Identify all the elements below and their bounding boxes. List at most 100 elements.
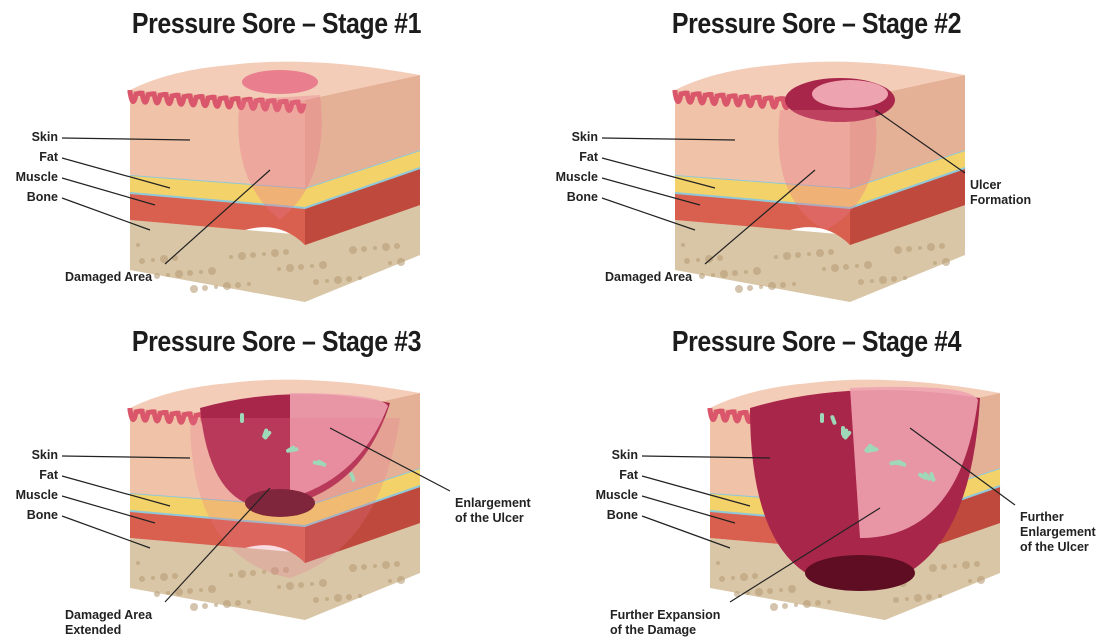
bone-pore	[190, 603, 198, 611]
callout-damaged-label: Extended	[65, 623, 121, 638]
bone-pore	[277, 267, 281, 271]
bone-pore	[938, 594, 942, 598]
bone-pore	[788, 585, 796, 593]
bone-pore	[388, 261, 392, 265]
bone-pore	[247, 282, 251, 286]
bone-pore	[313, 279, 319, 285]
bone-pore	[235, 282, 241, 288]
bone-pore	[770, 603, 778, 611]
ulcer-deep	[805, 555, 915, 591]
bone-pore	[744, 270, 748, 274]
bone-pore	[831, 264, 839, 272]
bone-pore	[795, 252, 801, 258]
bone-pore	[711, 273, 715, 277]
bone-pore	[223, 600, 231, 608]
layer-label-bone: Bone	[0, 190, 58, 205]
bone-pore	[238, 252, 246, 260]
bone-pore	[238, 570, 246, 578]
bone-pore	[175, 270, 183, 278]
bone-pore	[247, 600, 251, 604]
layer-label-bone: Bone	[0, 508, 58, 523]
stage-1-panel: Pressure Sore – Stage #1 SkinFatMuscleBo…	[0, 0, 553, 318]
callout-ulcer-label: Enlargement	[1020, 525, 1096, 540]
bone-pore	[214, 285, 218, 289]
bone-pore	[732, 270, 738, 276]
bone-pore	[349, 564, 357, 572]
bone-pore	[172, 573, 178, 579]
bone-pore	[782, 603, 788, 609]
callout-ulcer-label: Enlargement	[455, 496, 531, 511]
block	[710, 380, 1000, 620]
bone-pore	[373, 246, 377, 250]
bone-pore	[843, 264, 849, 270]
bone-pore	[346, 276, 352, 282]
bone-pore	[199, 588, 203, 592]
tissue-cross-section	[0, 318, 553, 636]
bone-pore	[250, 252, 256, 258]
bone-pore	[759, 285, 763, 289]
bone-pore	[223, 282, 231, 290]
bone-pore	[229, 255, 233, 259]
bone-pore	[905, 597, 909, 601]
callout-damaged-label: Further Expansion	[610, 608, 720, 623]
bone-pore	[720, 270, 728, 278]
bone-pore	[792, 282, 796, 286]
bone-pore	[705, 255, 713, 263]
bone-pore	[139, 258, 145, 264]
bone-pore	[864, 261, 872, 269]
bone-pore	[313, 597, 319, 603]
bone-pore	[933, 261, 937, 265]
layer-label-muscle: Muscle	[0, 488, 58, 503]
ulcer-base	[812, 80, 888, 108]
layer-label-bone: Bone	[540, 190, 598, 205]
bone-pore	[783, 252, 791, 260]
bone-pore	[918, 246, 922, 250]
bone-pore	[394, 561, 400, 567]
bacteria	[841, 426, 845, 436]
bone-pore	[717, 255, 723, 261]
bone-pore	[780, 282, 786, 288]
bone-pore	[172, 255, 178, 261]
bone-pore	[382, 243, 390, 251]
layer-label-skin: Skin	[580, 448, 638, 463]
bone-pore	[136, 243, 140, 247]
bone-pore	[731, 576, 735, 580]
bone-pore	[914, 594, 922, 602]
bone-pore	[187, 588, 193, 594]
bone-pore	[893, 597, 899, 603]
bone-pore	[262, 252, 266, 256]
callout-ulcer-label: Ulcer	[970, 178, 1001, 193]
block	[130, 62, 420, 302]
bone-pore	[154, 273, 160, 279]
bone-pore	[250, 570, 256, 576]
layer-label-fat: Fat	[580, 468, 638, 483]
bone-pore	[166, 273, 170, 277]
bone-pore	[816, 249, 824, 257]
callout-ulcer-label: Further	[1020, 510, 1064, 525]
bone-pore	[388, 579, 392, 583]
bone-pore	[325, 597, 329, 601]
bone-pore	[397, 576, 405, 584]
callout-ulcer-label: Formation	[970, 193, 1031, 208]
callout-damaged-label: Damaged Area	[605, 270, 692, 285]
bone-pore	[974, 561, 980, 567]
layer-label-muscle: Muscle	[0, 170, 58, 185]
bone-pore	[319, 261, 327, 269]
bone-pore	[382, 561, 390, 569]
bone-pore	[962, 561, 970, 569]
bone-pore	[397, 258, 405, 266]
bone-pore	[696, 258, 700, 262]
bone-pore	[310, 582, 314, 586]
callout-damaged-label: Damaged Area	[65, 270, 152, 285]
bone-pore	[202, 285, 208, 291]
bone-pore	[929, 564, 937, 572]
bone-pore	[755, 588, 763, 596]
bone-pore	[753, 267, 761, 275]
bone-pore	[358, 594, 362, 598]
block	[130, 380, 420, 620]
bone-pore	[358, 276, 362, 280]
bone-pore	[681, 243, 685, 247]
bone-pore	[151, 258, 155, 262]
bone-pore	[740, 573, 748, 581]
bone-pore	[807, 252, 811, 256]
